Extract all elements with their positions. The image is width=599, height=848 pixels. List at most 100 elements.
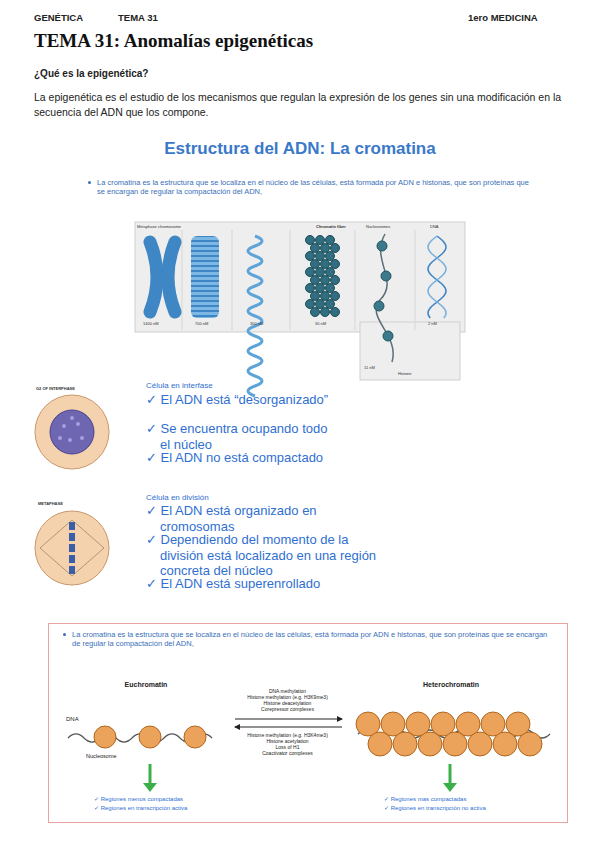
result-item: ✓ Regiones mas compactadas bbox=[384, 796, 466, 803]
nucleosome bbox=[368, 732, 392, 756]
fiber-bead bbox=[321, 292, 330, 301]
scale-label: 2 nM bbox=[428, 322, 437, 327]
fiber-bead bbox=[331, 244, 340, 253]
fiber-bead bbox=[316, 268, 325, 277]
result-item: ✓ Regiones en transcripción activa bbox=[94, 805, 187, 812]
bullet-text: La cromatina es la estructura que se loc… bbox=[63, 630, 553, 648]
slide-box: La cromatina es la estructura que se loc… bbox=[48, 623, 568, 823]
fiber-bead bbox=[311, 244, 320, 253]
fiber-bead bbox=[316, 284, 325, 293]
page-title: TEMA 31: Anomalías epigenéticas bbox=[34, 30, 313, 53]
check-item: ✓ Dependiendo del momento de la división… bbox=[146, 532, 385, 579]
fiber-bead bbox=[331, 292, 340, 301]
metaphase-cell bbox=[35, 511, 109, 585]
fiber-bead bbox=[306, 300, 315, 309]
fiber-bead bbox=[331, 308, 340, 317]
header-text: 1ero MEDICINA bbox=[468, 12, 538, 23]
fiber-bead bbox=[311, 276, 320, 285]
check-item: ✓ El ADN está “desorganizado” bbox=[146, 392, 335, 408]
fiber-bead bbox=[306, 252, 315, 261]
section-heading: ¿Qué es la epigenética? bbox=[34, 68, 148, 80]
equilibrium-arrow bbox=[235, 719, 342, 720]
figure-label: Histone bbox=[398, 372, 412, 377]
arrow-label: DNA methylation bbox=[235, 688, 340, 694]
scale-label: 700 nM bbox=[195, 322, 208, 327]
arrow-label: Histone acetylation bbox=[235, 738, 340, 744]
fiber-30 bbox=[306, 236, 340, 317]
heterochromatin-nucleosomes bbox=[356, 712, 542, 756]
scale-label: 1400 nM bbox=[143, 322, 159, 327]
interphase-cell bbox=[35, 395, 109, 469]
subheading: Célula en interfase bbox=[146, 381, 213, 391]
fiber-700 bbox=[191, 236, 219, 318]
paragraph: La epigenética es el estudio de los meca… bbox=[34, 90, 564, 120]
nucleosome bbox=[518, 732, 542, 756]
nucleosome bbox=[418, 732, 442, 756]
fiber-bead bbox=[306, 284, 315, 293]
figure-panel-extension bbox=[360, 322, 460, 380]
nucleosome bbox=[393, 732, 417, 756]
nucleosome-string bbox=[376, 234, 393, 362]
fiber-bead bbox=[321, 308, 330, 317]
header-text: GENÉTICA bbox=[34, 12, 83, 23]
fiber-bead bbox=[311, 308, 320, 317]
euchromatin-nucleosomes bbox=[94, 726, 206, 748]
fiber-bead bbox=[306, 268, 315, 277]
fiber-bead bbox=[321, 244, 330, 253]
nucleosome bbox=[468, 732, 492, 756]
state-title: Heterochromatin bbox=[346, 681, 556, 688]
fiber-bead bbox=[316, 252, 325, 261]
fiber-bead bbox=[306, 236, 315, 245]
coil-stroke bbox=[248, 236, 262, 396]
arrow-label: Histone methylation (e.g. H3K4me3) bbox=[235, 732, 340, 738]
check-item: ✓ El ADN está organizado en cromosomas bbox=[146, 503, 385, 534]
figure-label: Metaphase chromosome bbox=[137, 225, 181, 230]
nucleosome bbox=[493, 732, 517, 756]
figure-label: METAPHASE bbox=[38, 502, 63, 507]
chromatin-speckles bbox=[58, 416, 84, 442]
result-item: ✓ Regiones en transcripción no activa bbox=[384, 805, 486, 812]
figure-label: Nucleosomes bbox=[366, 225, 390, 230]
metaphase-chromosomes bbox=[69, 522, 75, 574]
subheading: Célula en división bbox=[146, 493, 209, 503]
arrow-label: Coactivator complexes bbox=[235, 750, 340, 756]
spindle bbox=[40, 520, 104, 576]
check-item: ✓ Se encuentra ocupando todo el núcleo bbox=[146, 421, 335, 452]
fiber-bead bbox=[311, 292, 320, 301]
dna-helix bbox=[428, 236, 446, 318]
nucleosome-beads bbox=[374, 241, 393, 341]
figure-panel bbox=[135, 222, 465, 332]
green-arrows bbox=[143, 764, 457, 792]
scale-label: 11 nM bbox=[364, 366, 375, 371]
diagram-label: DNA bbox=[66, 716, 79, 723]
check-item: ✓ El ADN está superenrollado bbox=[146, 576, 385, 592]
arrow-label: Loss of H1 bbox=[235, 744, 340, 750]
arrow-label: Histone deacetylation bbox=[235, 700, 340, 706]
state-title: Euchromatin bbox=[61, 681, 231, 688]
scale-label: 300 nM bbox=[250, 322, 263, 327]
chromatin-state: Heterochromatin bbox=[346, 681, 556, 776]
fiber-bead bbox=[331, 276, 340, 285]
fiber-bead bbox=[326, 268, 335, 277]
figure-label: DNA bbox=[430, 225, 438, 230]
chromosome bbox=[150, 242, 175, 312]
fiber-bead bbox=[326, 236, 335, 245]
fiber-300 bbox=[248, 236, 262, 396]
slide-title: Estructura del ADN: La cromatina bbox=[100, 139, 500, 159]
fiber-bead bbox=[316, 236, 325, 245]
fiber-bead bbox=[326, 300, 335, 309]
helix-strand bbox=[428, 236, 446, 318]
panel-dividers bbox=[182, 230, 415, 330]
header-text: TEMA 31 bbox=[118, 12, 158, 23]
arrow-label: Corepressor complexes bbox=[235, 706, 340, 712]
figure-label: Chromatin fiber bbox=[316, 225, 346, 230]
scale-label: 30 nM bbox=[315, 322, 326, 327]
fiber-bead bbox=[321, 276, 330, 285]
fiber-bead bbox=[311, 260, 320, 269]
helix-strand bbox=[428, 236, 446, 318]
check-item: ✓ El ADN no está compactado bbox=[146, 450, 335, 466]
diagram-label: Nucleosome bbox=[86, 753, 117, 760]
fiber-bead bbox=[321, 260, 330, 269]
nucleosome bbox=[443, 732, 467, 756]
result-item: ✓ Regiones menos compactadas bbox=[94, 796, 183, 803]
